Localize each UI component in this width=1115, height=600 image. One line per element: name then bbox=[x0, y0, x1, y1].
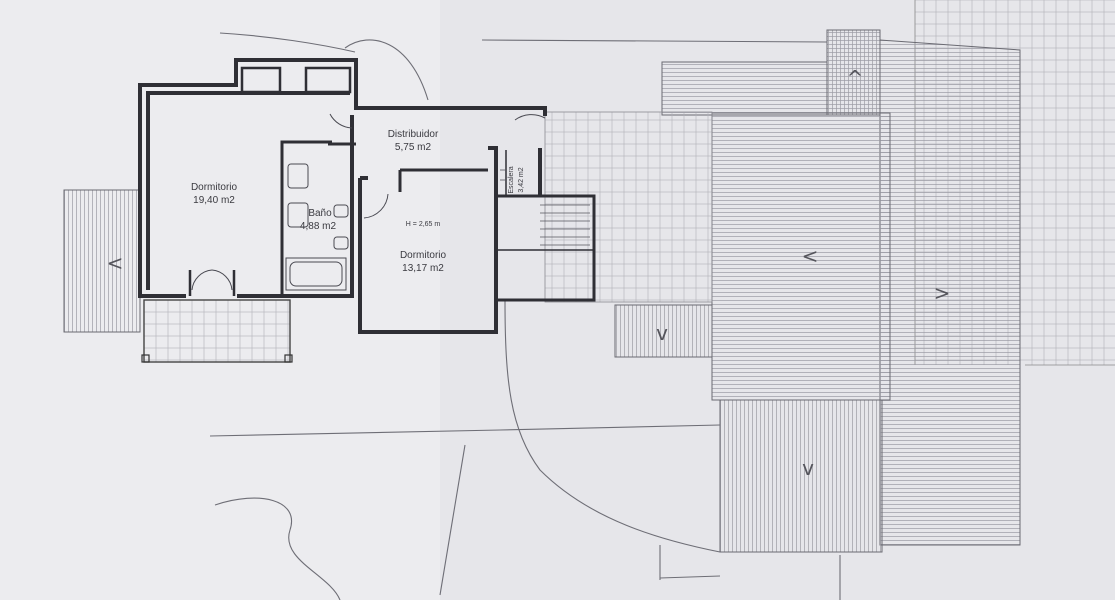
room-area-dormitorio-1: 19,40 m2 bbox=[193, 195, 235, 206]
room-name-distribuidor: Distribuidor bbox=[388, 129, 439, 140]
room-area-distribuidor: 5,75 m2 bbox=[395, 142, 432, 153]
room-name-dormitorio-2: Dormitorio bbox=[400, 250, 447, 261]
room-area-escalera: 3,42 m2 bbox=[518, 167, 525, 192]
site-lines bbox=[209, 32, 841, 600]
door-swings bbox=[191, 113, 546, 291]
terrace-grid-bottom bbox=[143, 299, 291, 363]
bathroom-fixtures bbox=[285, 142, 356, 291]
stair-treads bbox=[500, 169, 590, 246]
slope-arrow-up-icon: ^ bbox=[847, 66, 864, 90]
building-walls bbox=[138, 58, 596, 334]
slope-arrow-left-balcony-icon: < bbox=[107, 251, 124, 275]
room-name-dormitorio-1: Dormitorio bbox=[191, 182, 238, 193]
slope-arrow-down-icon: v bbox=[656, 321, 668, 345]
slope-arrow-left-icon: < bbox=[802, 244, 819, 268]
slope-arrow-down-bottom-icon: v bbox=[802, 456, 814, 480]
room-area-bano: 4,88 m2 bbox=[300, 221, 337, 232]
room-area-dormitorio-2: 13,17 m2 bbox=[402, 263, 444, 274]
room-name-bano: Baño bbox=[308, 208, 332, 219]
height-note: H = 2,65 m bbox=[406, 221, 441, 228]
terrace-grid-center bbox=[544, 111, 713, 303]
roof-top-vertical bbox=[826, 29, 881, 116]
roof-small-vertical bbox=[614, 304, 713, 358]
slope-arrow-right-icon: > bbox=[934, 281, 951, 305]
roof-bottom-slope bbox=[719, 399, 883, 553]
balcony-left-hatch bbox=[63, 189, 141, 333]
roof-center-slope bbox=[711, 112, 891, 401]
room-name-escalera: Escalera bbox=[508, 166, 515, 193]
